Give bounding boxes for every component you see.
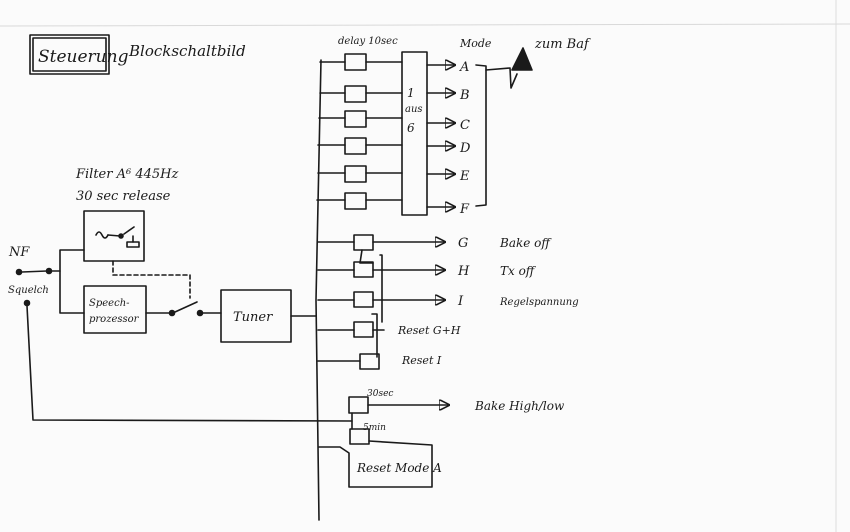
timer-stage	[318, 396, 449, 488]
mode-letter-e: E	[459, 169, 470, 184]
paper-edge-top	[0, 23, 850, 27]
title-box	[29, 34, 110, 75]
subtitle-text: Blockschaltbild	[128, 42, 246, 60]
switch-contact-b	[196, 309, 204, 317]
title-text: Steuerung	[38, 47, 129, 67]
filter-contact-dot	[118, 233, 124, 239]
antenna-label: zum Baf	[534, 37, 591, 52]
output-label-h: Tx off	[500, 264, 537, 278]
selector-block	[401, 51, 428, 216]
filter-label-2: 30 sec release	[76, 189, 171, 204]
timer-reset-loop	[318, 440, 433, 488]
speech-processor-block	[83, 285, 147, 334]
selector-label-3: 6	[407, 121, 415, 135]
output-label-i: Regelspannung	[499, 297, 579, 308]
filter-tilde-symbol	[95, 231, 109, 239]
bake-highlow-label: Bake High/low	[474, 399, 565, 413]
dashed-relay-link	[112, 260, 191, 299]
mode-letter-f: F	[459, 202, 470, 217]
filter-label-1: Filter A⁶ 445Hz	[75, 167, 178, 182]
timer-30sec-box	[348, 396, 369, 414]
mode-header: Mode	[459, 37, 492, 50]
reset-i-label: Reset I	[401, 354, 442, 367]
selector-label-2: aus	[405, 104, 423, 115]
nf-label: NF	[8, 245, 30, 260]
nf-wire	[21, 270, 48, 273]
selector-label-1: 1	[407, 86, 415, 100]
mode-letter-a: A	[459, 60, 469, 75]
delay-stage	[316, 53, 403, 210]
filter-block	[83, 210, 145, 262]
speech-label-1: Speech-	[89, 298, 130, 309]
latch-stage	[317, 234, 445, 370]
wire-to-speech	[59, 270, 85, 314]
timer-5min-label: 5min	[363, 423, 386, 433]
mode-output-arrows	[426, 65, 455, 207]
timer-5min-box	[349, 428, 370, 445]
output-letter-i: I	[457, 294, 464, 309]
squelch-wire	[26, 305, 353, 422]
filter-contact-line	[107, 234, 121, 237]
output-letter-h: H	[457, 264, 470, 279]
switch-contact-a	[168, 309, 176, 317]
reset-gh-label: Reset G+H	[397, 324, 461, 337]
filter-switch-arm	[123, 226, 135, 235]
nf-terminal	[15, 268, 23, 276]
timer-30sec-label: 30sec	[367, 389, 393, 399]
antenna-icon	[511, 47, 533, 71]
squelch-label: Squelch	[8, 285, 49, 296]
title-box-inner	[32, 37, 107, 72]
tuner-label: Tuner	[233, 310, 273, 325]
mode-letter-d: D	[459, 141, 471, 156]
switch-blade	[174, 301, 198, 313]
squelch-terminal	[23, 299, 31, 307]
delay-label: delay 10sec	[338, 36, 398, 47]
antenna-feed-wire	[485, 67, 518, 89]
mode-letter-b: B	[459, 88, 470, 103]
output-letter-g: G	[458, 236, 468, 251]
reset-mode-a-label: Reset Mode A	[356, 461, 442, 475]
mode-letter-c: C	[460, 118, 470, 133]
wire-to-filter	[50, 249, 85, 272]
output-label-g: Bake off	[499, 236, 552, 250]
main-bus	[315, 59, 322, 521]
speech-label-2: prozessor	[89, 314, 140, 325]
mode-bracket	[475, 64, 487, 207]
